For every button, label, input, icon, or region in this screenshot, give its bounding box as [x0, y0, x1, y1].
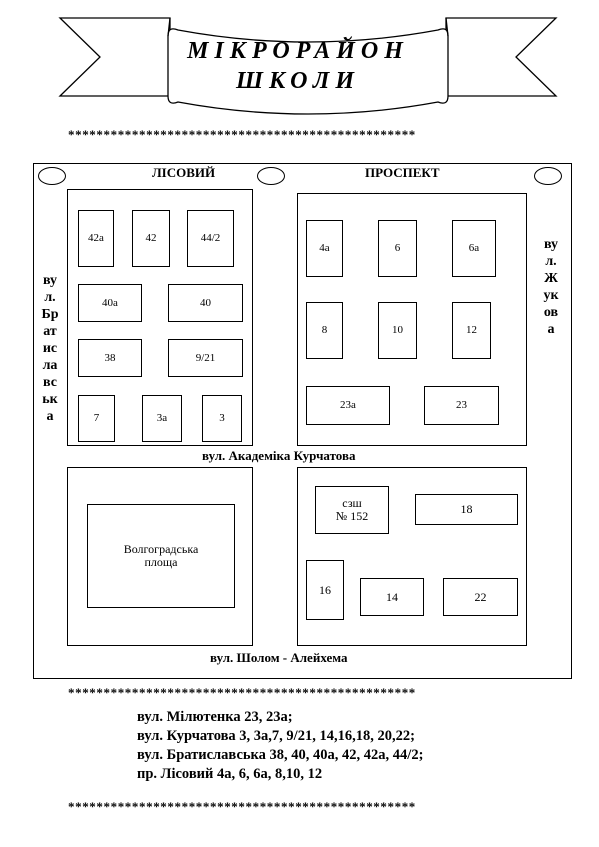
building-16: 16 [306, 560, 344, 620]
address-line-lisovyi: пр. Лісовий 4а, 6, 6а, 8,10, 12 [137, 766, 323, 782]
building-38: 38 [78, 339, 142, 377]
banner-title: МІКРОРАЙОН ШКОЛИ [168, 36, 428, 96]
building-8: 8 [306, 302, 343, 359]
building-40: 40 [168, 284, 243, 322]
block-top-right [297, 193, 527, 446]
street-kurchatova: вул. Академіка Курчатова [202, 448, 356, 463]
street-zhukova: вул. Жукова [543, 237, 559, 337]
street-prospekt: ПРОСПЕКТ [365, 165, 440, 180]
building-42: 42 [132, 210, 170, 267]
stars-divider-bottom: ****************************************… [68, 800, 416, 814]
building-18: 18 [415, 494, 518, 525]
street-sholom-aleikhema: вул. Шолом - Алейхема [210, 650, 348, 665]
building-14: 14 [360, 578, 424, 616]
banner-line-1: МІКРОРАЙОН [187, 38, 409, 64]
building-3: 3 [202, 395, 242, 442]
map-outer-frame [33, 163, 572, 679]
address-line-kurchatova: вул. Курчатова 3, 3а,7, 9/21, 14,16,18, … [137, 728, 415, 744]
building-44-2: 44/2 [187, 210, 234, 267]
building-23a: 23а [306, 386, 390, 425]
stars-divider-top: ****************************************… [68, 128, 416, 142]
street-bratyslavska: вул. Братиславська [41, 273, 59, 424]
square-label-line-2: площа [144, 555, 178, 569]
building-4a: 4а [306, 220, 343, 277]
street-lisovyi: ЛІСОВИЙ [152, 165, 216, 180]
block-bottom-right [297, 467, 527, 646]
block-bottom-left [67, 467, 253, 646]
building-9-21: 9/21 [168, 339, 243, 377]
stars-divider-middle: ****************************************… [68, 686, 416, 700]
title-banner [58, 17, 558, 115]
building-10: 10 [378, 302, 417, 359]
address-list: вул. Мілютенка 23, 23а; вул. Курчатова 3… [137, 708, 537, 784]
corner-marker-middle [257, 167, 285, 185]
building-42a: 42а [78, 210, 114, 267]
corner-marker-right [534, 167, 562, 185]
banner-line-2: ШКОЛИ [235, 68, 361, 94]
building-23: 23 [424, 386, 499, 425]
school-152: сзш № 152 [315, 486, 389, 534]
building-22: 22 [443, 578, 518, 616]
building-3a: 3а [142, 395, 182, 442]
address-line-miliutenka: вул. Мілютенка 23, 23а; [137, 709, 293, 725]
building-6: 6 [378, 220, 417, 277]
volgogradska-square: Волгоградська площа [87, 504, 235, 608]
address-line-bratyslavska: вул. Братиславська 38, 40, 40а, 42, 42а,… [137, 747, 424, 763]
corner-marker-left [38, 167, 66, 185]
school-label-line-1: сзш [342, 496, 362, 510]
school-label-line-2: № 152 [335, 509, 369, 523]
building-6a: 6а [452, 220, 496, 277]
building-12: 12 [452, 302, 491, 359]
square-label-line-1: Волгоградська [123, 542, 199, 556]
block-top-left [67, 189, 253, 446]
building-7: 7 [78, 395, 115, 442]
building-40a: 40а [78, 284, 142, 322]
